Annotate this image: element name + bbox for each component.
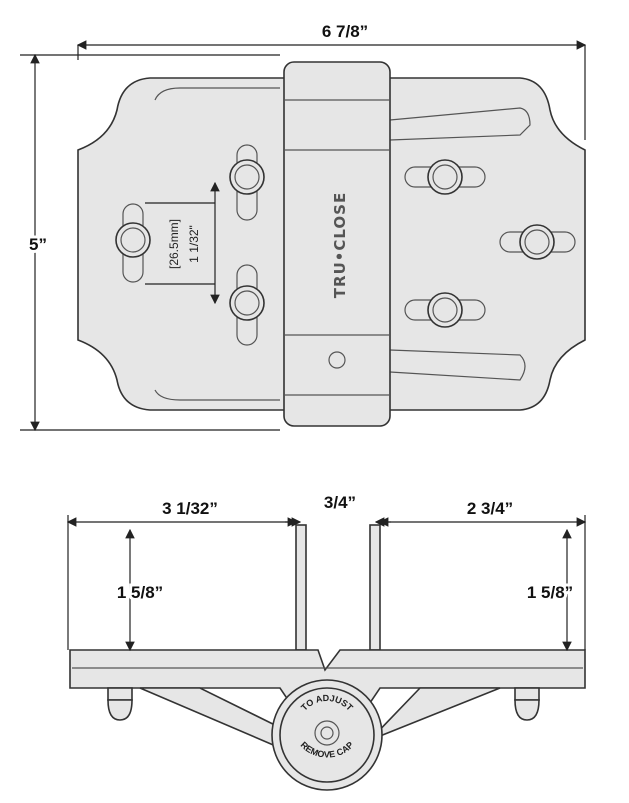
side-view: TO ADJUST REMOVE CAP 3 1/32” 2 3/4” 3/4”… <box>66 493 587 791</box>
right-width-dimension: 2 3/4” <box>467 499 513 518</box>
gap-dimension: 3/4” <box>324 493 356 512</box>
overall-width-dimension: 6 7/8” <box>322 22 368 41</box>
nut-icon <box>514 687 540 721</box>
hinge-barrel: TRU•CLOSE <box>283 61 391 427</box>
right-height-dimension: 1 5/8” <box>527 583 573 602</box>
adjustment-cap: TO ADJUST REMOVE CAP <box>271 679 383 791</box>
screw-icon <box>404 292 486 328</box>
screw-icon <box>229 264 265 346</box>
left-width-dimension: 3 1/32” <box>162 499 218 518</box>
nut-icon <box>107 687 133 721</box>
slot-dimension-mm: [26.5mm] <box>167 219 181 269</box>
top-view: TRU•CLOSE [26.5mm] 1 1/32" 6 7/8” 5” <box>20 22 587 432</box>
left-height-dimension: 1 5/8” <box>117 583 163 602</box>
slot-dimension-inch: 1 1/32" <box>187 225 201 263</box>
screw-icon <box>499 224 576 260</box>
screw-icon <box>229 144 265 221</box>
overall-height-dimension: 5” <box>29 235 47 254</box>
screw-icon <box>404 159 486 195</box>
screw-icon <box>115 203 151 283</box>
brand-label: TRU•CLOSE <box>331 192 349 298</box>
